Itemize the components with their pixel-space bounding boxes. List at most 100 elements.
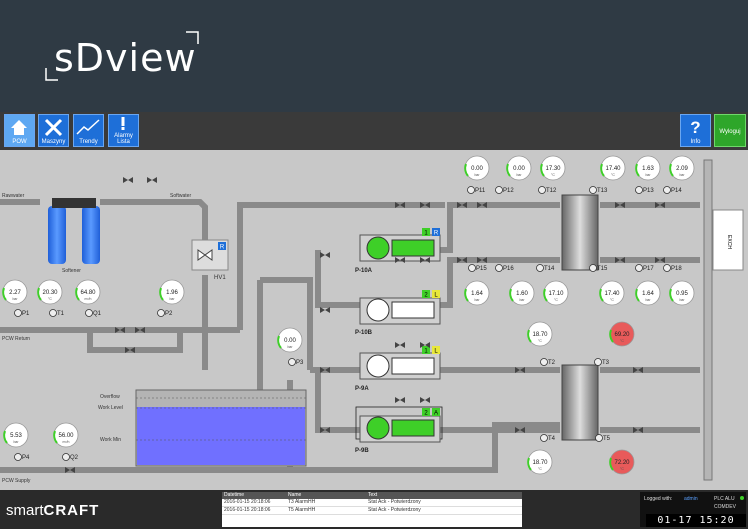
valve-icon[interactable] (633, 427, 643, 433)
gauge-t3[interactable]: 69.20°C (609, 321, 635, 347)
user-name: admin (684, 496, 698, 502)
pressure-gauge-icon (62, 453, 70, 461)
valve-icon[interactable] (420, 397, 430, 403)
gauge-unit: °C (551, 173, 555, 177)
p10b-mode: L (434, 293, 438, 299)
valve-icon[interactable] (320, 427, 330, 433)
water-level (137, 407, 305, 465)
gauge-t13[interactable]: 17.40°C (600, 155, 626, 181)
valve-icon[interactable] (125, 347, 135, 353)
valve-icon[interactable] (457, 257, 467, 263)
valve-icon[interactable] (320, 252, 330, 258)
gauge-unit: bar (645, 173, 651, 177)
valve-icon[interactable] (320, 307, 330, 313)
valve-icon[interactable] (655, 202, 665, 208)
pressure-gauge-icon (595, 434, 603, 442)
valve-icon[interactable] (420, 202, 430, 208)
valve-icon[interactable] (655, 257, 665, 263)
label-p14: P14 (671, 188, 682, 194)
table-row[interactable]: 2016-01-15 20:18:06 T3 AlarmHH Stat Ack … (222, 499, 522, 507)
p10a-num: 1 (424, 231, 428, 237)
valve-icon[interactable] (615, 257, 625, 263)
gauges: 2.27barP120.30°CT164.80m³/hQ11.96barP20.… (2, 155, 695, 475)
pressure-gauge-icon (594, 358, 602, 366)
gauge-t15[interactable]: 17.40°C (599, 280, 625, 306)
pump-p10b[interactable]: 2 L (359, 290, 441, 325)
label-p10b: P-10B (355, 330, 373, 336)
gauge-t4[interactable]: 18.70°C (527, 449, 553, 475)
pressure-gauge-icon (288, 358, 296, 366)
pump-p10a[interactable]: 1 R (359, 228, 441, 262)
valve-icon[interactable] (320, 367, 330, 373)
valve-icon[interactable] (457, 202, 467, 208)
gauge-t1[interactable]: 20.30°C (37, 279, 63, 305)
gauge-t2[interactable]: 18.70°C (527, 321, 553, 347)
table-row[interactable]: 2016-01-15 20:18:06 T5 AlarmHH Stat Ack … (222, 507, 522, 515)
gauge-t14[interactable]: 17.10°C (543, 280, 569, 306)
valve-icon[interactable] (135, 327, 145, 333)
logout-button[interactable]: Wyloguj (714, 114, 746, 147)
help-icon: ? (690, 118, 700, 137)
valve-icon[interactable] (633, 367, 643, 373)
pressure-gauge-icon (468, 264, 476, 272)
valve-icon[interactable] (65, 467, 75, 473)
valve-icon[interactable] (420, 257, 430, 263)
valve-icon[interactable] (395, 342, 405, 348)
valve-icon[interactable] (395, 397, 405, 403)
alarm-text: Stat Ack - Potwierdzony (368, 507, 421, 513)
valve-icon[interactable] (515, 367, 525, 373)
pump-p9b[interactable]: 2 A (355, 406, 443, 443)
valve-icon[interactable] (395, 202, 405, 208)
valve-icon[interactable] (515, 427, 525, 433)
valve-icon[interactable] (395, 257, 405, 263)
clock: 01-17 15:20 (646, 514, 746, 527)
gauge-unit: bar (287, 345, 293, 349)
valve-icon[interactable] (147, 177, 157, 183)
gauge-t5[interactable]: 72.20°C (609, 449, 635, 475)
gauge-value: 2.09 (676, 166, 688, 172)
valve-icon[interactable] (115, 327, 125, 333)
trends-button-label: Trendy (79, 139, 98, 145)
alarm-col-datetime: Datetime (224, 492, 245, 498)
p9b-mode: A (434, 411, 438, 417)
valve-icon[interactable] (615, 202, 625, 208)
brand-logo: smartCRAFT (6, 502, 99, 519)
valve-icon[interactable] (420, 342, 430, 348)
valve-icon[interactable] (477, 202, 487, 208)
gauge-value: 17.40 (604, 291, 620, 297)
gauge-value: 18.70 (532, 460, 548, 466)
pressure-gauge-icon (14, 453, 22, 461)
machines-button[interactable]: Maszyny (38, 114, 69, 147)
pressure-gauge-icon (14, 309, 22, 317)
gauge-t12[interactable]: 17.30°C (540, 155, 566, 181)
valve-icon[interactable] (123, 177, 133, 183)
valve-icon[interactable] (477, 257, 487, 263)
gauge-unit: bar (474, 173, 480, 177)
trend-chart-icon (76, 119, 100, 135)
alarm-table[interactable]: Datetime Name Text 2016-01-15 20:18:06 T… (222, 492, 522, 527)
pump-p9a[interactable]: 1 L (359, 346, 441, 380)
alarms-list-button[interactable]: Alarmy Lista (108, 114, 139, 147)
gauge-unit: bar (169, 297, 175, 301)
trends-button[interactable]: Trendy (73, 114, 104, 147)
toolbar: POW Maszyny Trendy Alarmy Lista ? Info W… (0, 112, 748, 150)
alarm-col-name: Name (288, 492, 302, 498)
pressure-gauge-icon (635, 186, 643, 194)
info-button[interactable]: ? Info (680, 114, 711, 147)
label-p15: P15 (476, 266, 487, 272)
home-button[interactable]: POW (4, 114, 35, 147)
